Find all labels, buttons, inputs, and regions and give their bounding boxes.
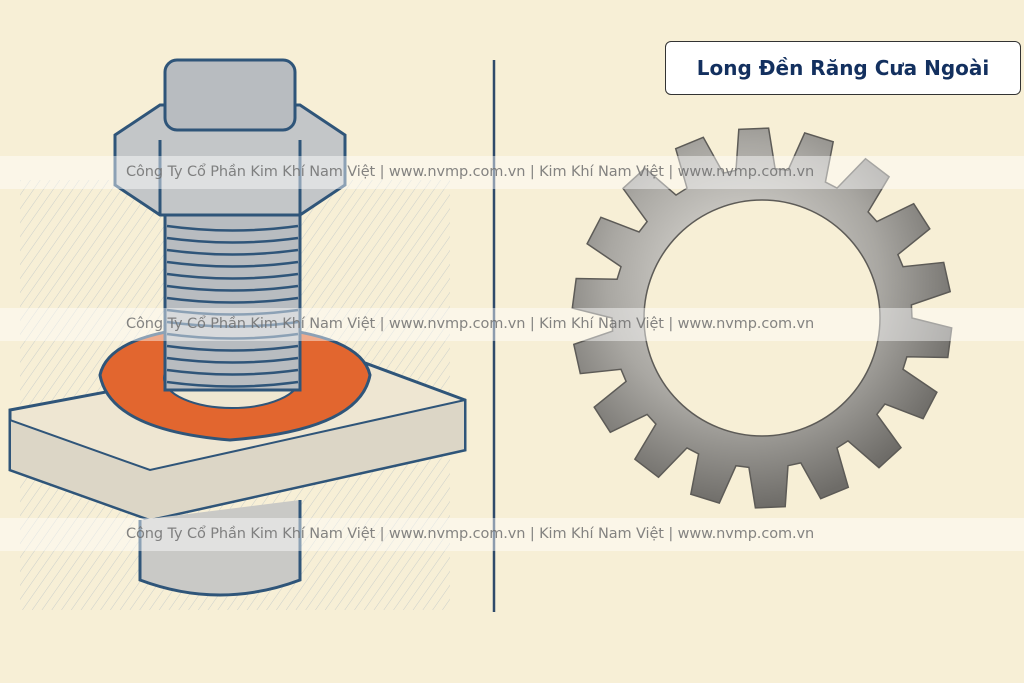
thread-line — [166, 248, 299, 256]
thread-line — [166, 236, 299, 244]
watermark-band: Công Ty Cổ Phần Kim Khí Nam Việt | www.n… — [0, 308, 1024, 341]
thread-line — [166, 332, 299, 340]
thread-line — [166, 368, 299, 376]
watermark-band: Công Ty Cổ Phần Kim Khí Nam Việt | www.n… — [0, 518, 1024, 551]
thread-line — [166, 308, 299, 316]
thread-line — [166, 356, 299, 364]
thread-line — [166, 272, 299, 280]
page-title: Long Đền Răng Cưa Ngoài — [696, 56, 990, 80]
watermark-text: Công Ty Cổ Phần Kim Khí Nam Việt | www.n… — [126, 316, 815, 332]
thread-line — [166, 320, 299, 328]
external-tooth-lock-washer — [571, 127, 953, 509]
thread-line — [166, 284, 299, 292]
thread-line — [166, 296, 299, 304]
title-box: Long Đền Răng Cưa Ngoài — [665, 41, 1021, 95]
thread-line — [166, 260, 299, 268]
watermark-band: Công Ty Cổ Phần Kim Khí Nam Việt | www.n… — [0, 156, 1024, 189]
watermark-text: Công Ty Cổ Phần Kim Khí Nam Việt | www.n… — [126, 526, 815, 542]
bolt-sketch — [8, 58, 467, 610]
thread-line — [166, 344, 299, 352]
thread-line — [166, 224, 299, 232]
watermark-text: Công Ty Cổ Phần Kim Khí Nam Việt | www.n… — [126, 164, 815, 180]
thread-line — [166, 380, 299, 388]
